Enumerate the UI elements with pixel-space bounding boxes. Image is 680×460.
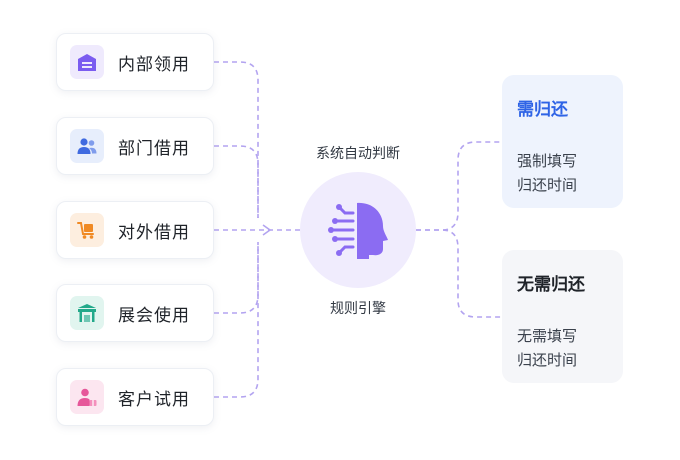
source-label: 内部领用 bbox=[118, 54, 190, 75]
source-label: 展会使用 bbox=[118, 305, 190, 326]
source-card-exhibition[interactable]: 展会使用 bbox=[56, 284, 214, 342]
source-label: 部门借用 bbox=[118, 138, 190, 159]
connector-source-5 bbox=[214, 242, 259, 398]
outcome-description: 强制填写 归还时间 bbox=[517, 152, 578, 194]
rule-engine-node bbox=[300, 172, 416, 288]
connector-source-2 bbox=[214, 145, 259, 218]
cart-icon bbox=[70, 213, 104, 247]
source-label: 客户试用 bbox=[118, 389, 190, 410]
arrow-head bbox=[262, 224, 272, 236]
outcome-title: 无需归还 bbox=[517, 275, 585, 295]
user-gift-icon bbox=[70, 380, 104, 414]
outcome-title: 需归还 bbox=[517, 100, 568, 120]
connector-to-required bbox=[416, 141, 502, 231]
connector-source-4 bbox=[214, 242, 259, 314]
engine-subtitle: 规则引擎 bbox=[330, 301, 386, 317]
outcome-description: 无需填写 归还时间 bbox=[517, 327, 578, 369]
connector-to-optional bbox=[416, 229, 502, 318]
booth-icon bbox=[70, 296, 104, 330]
source-label: 对外借用 bbox=[118, 222, 190, 243]
source-card-department[interactable]: 部门借用 bbox=[56, 117, 214, 175]
source-card-internal[interactable]: 内部领用 bbox=[56, 33, 214, 91]
warehouse-icon bbox=[70, 45, 104, 79]
outcome-card-return-required[interactable]: 需归还 强制填写 归还时间 bbox=[502, 75, 623, 208]
outcome-card-no-return[interactable]: 无需归还 无需填写 归还时间 bbox=[502, 250, 623, 383]
source-card-external[interactable]: 对外借用 bbox=[56, 201, 214, 259]
ai-head-icon bbox=[328, 202, 388, 259]
connector-source-1 bbox=[214, 61, 259, 218]
source-card-trial[interactable]: 客户试用 bbox=[56, 368, 214, 426]
engine-title: 系统自动判断 bbox=[316, 146, 400, 162]
users-icon bbox=[70, 129, 104, 163]
